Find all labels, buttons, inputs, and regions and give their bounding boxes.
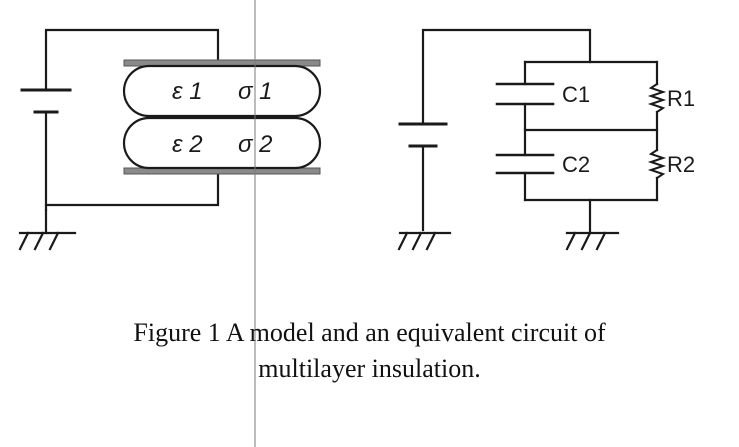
capacitor-c1 <box>495 82 555 106</box>
ground-symbol-circuit-right <box>565 231 620 251</box>
capacitor-c1-label: C1 <box>562 82 590 107</box>
insulation-model: ε 1 σ 1 ε 2 σ 2 <box>18 28 322 251</box>
wire-ground-left <box>44 172 220 207</box>
figure-caption-line-2: multilayer insulation. <box>258 354 481 383</box>
wire-top-right <box>421 28 592 126</box>
wire-top-left <box>44 28 220 92</box>
resistor-r1-label: R1 <box>667 86 695 111</box>
ground-symbol-left <box>18 208 77 251</box>
insulation-layer-1 <box>122 64 322 118</box>
ground-symbol-circuit-left <box>397 231 452 251</box>
resistor-r2-label: R2 <box>667 152 695 177</box>
figure-caption-line-1: Figure 1 A model and an equivalent circu… <box>133 318 606 347</box>
resistor-r1 <box>647 82 667 114</box>
capacitor-c2-label: C2 <box>562 152 590 177</box>
resistor-r2 <box>647 148 667 180</box>
battery-symbol-right <box>398 122 448 148</box>
equivalent-circuit: C1 C2 R1 R2 <box>397 28 695 251</box>
layer1-permittivity: ε 1 <box>172 78 203 105</box>
insulation-layer-2 <box>122 116 322 170</box>
layer2-permittivity: ε 2 <box>172 131 203 158</box>
battery-symbol-left <box>20 88 72 114</box>
capacitor-c2 <box>495 153 555 175</box>
